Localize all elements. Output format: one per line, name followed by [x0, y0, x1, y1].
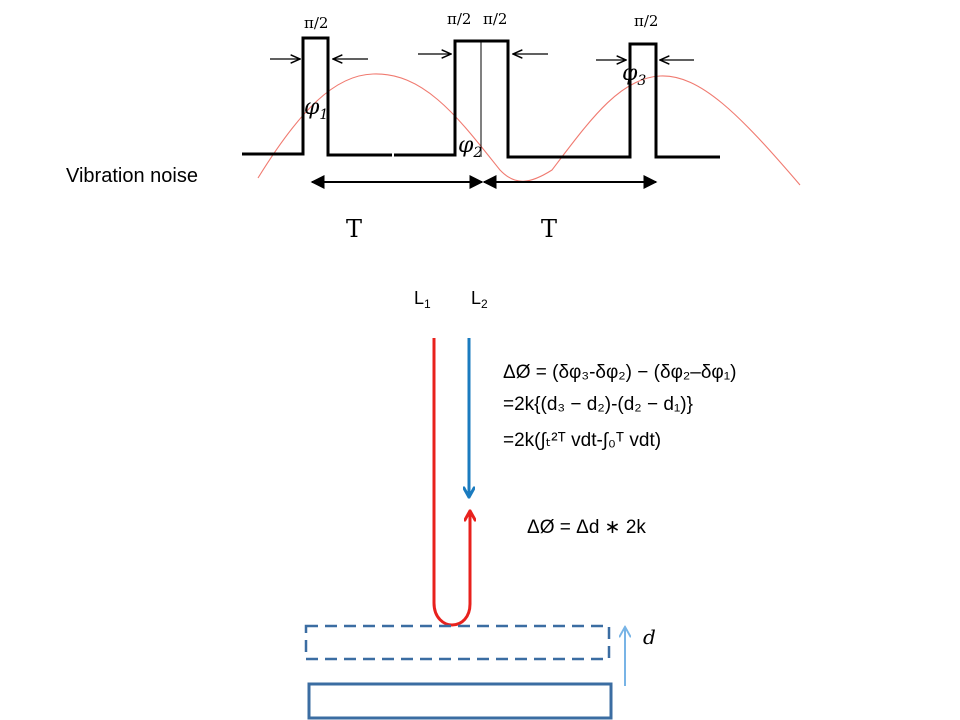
vibration-noise-curve: [257, 73, 801, 186]
phase-label-1: φ1: [304, 95, 328, 123]
pulse-label-3: π/2: [634, 12, 658, 30]
mirror-original-position: [307, 682, 613, 720]
beam-label-l1: L1: [414, 288, 431, 311]
vibration-noise-label: Vibration noise: [66, 165, 198, 187]
pulse-label-2b: π/2: [483, 10, 507, 28]
red-laser-beam: [432, 338, 470, 627]
beam-label-l2: L2: [471, 288, 488, 311]
pulse-sequence-waveform: [242, 36, 720, 159]
period-label-1: T: [346, 215, 362, 243]
phase-label-2: φ2: [458, 133, 482, 161]
phase-label-3: φ3: [622, 61, 646, 89]
pulse-label-1: π/2: [304, 14, 328, 32]
period-label-2: T: [541, 215, 557, 243]
mirror-displaced-position: [304, 624, 611, 661]
displacement-label: d: [643, 625, 656, 649]
equation-line-3: =2k(∫ₜ²ᵀ vdt-∫₀ᵀ vdt): [503, 430, 661, 451]
equation-result: ΔØ = Δd ∗ 2k: [527, 517, 646, 538]
equation-line-1: ΔØ = (δφ₃-δφ₂) − (δφ₂–δφ₁): [503, 362, 736, 383]
pulse-label-2a: π/2: [447, 10, 471, 28]
equation-line-2: =2k{(d₃ − d₂)-(d₂ − d₁)}: [503, 394, 693, 415]
